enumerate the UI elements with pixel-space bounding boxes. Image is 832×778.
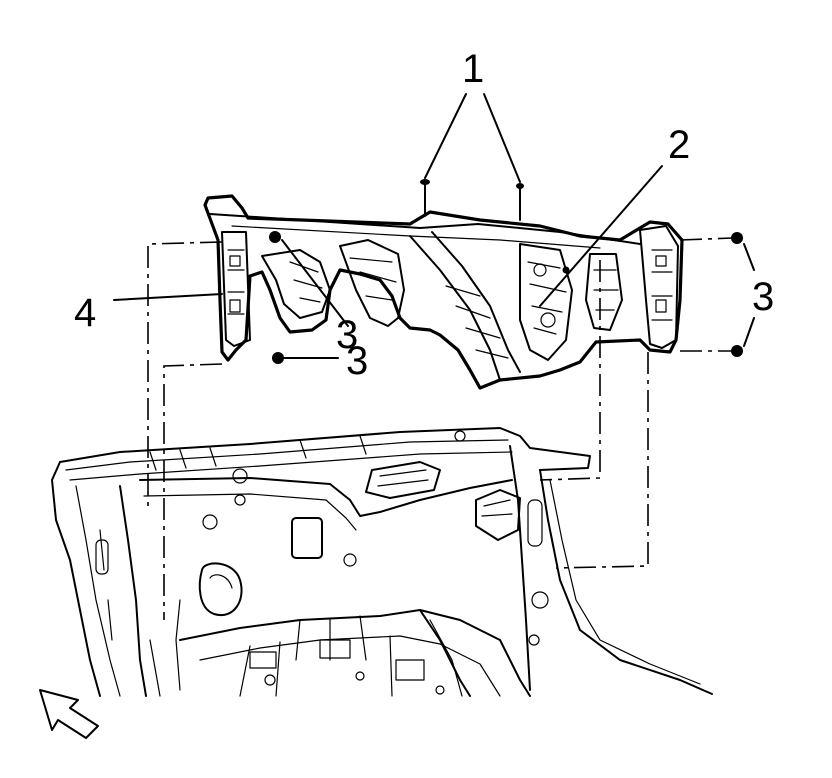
bolt-top-left — [420, 179, 430, 217]
callout-2: 2 — [668, 123, 690, 167]
nut-center-lower — [272, 352, 284, 364]
callout-1: 1 — [462, 47, 484, 91]
leader-lines — [113, 93, 755, 359]
callout-3-right: 3 — [752, 275, 774, 319]
vehicle-body-structure — [51, 427, 713, 697]
callout-4: 4 — [74, 291, 96, 335]
callout-3-lower: 3 — [346, 339, 368, 383]
nut-right-upper — [731, 232, 743, 244]
callout-3-center: 3 — [336, 313, 358, 357]
front-direction-arrow-icon — [39, 689, 99, 739]
bolt-top-right — [516, 183, 524, 221]
instrument-panel-beam — [203, 194, 684, 390]
fasteners — [269, 179, 743, 364]
nut-right-lower — [731, 345, 743, 357]
alignment-lines — [147, 237, 733, 620]
nut-center-upper — [269, 231, 281, 243]
callout-labels: 1 2 3 3 3 4 — [74, 47, 774, 383]
fastener-2-point — [562, 266, 570, 274]
